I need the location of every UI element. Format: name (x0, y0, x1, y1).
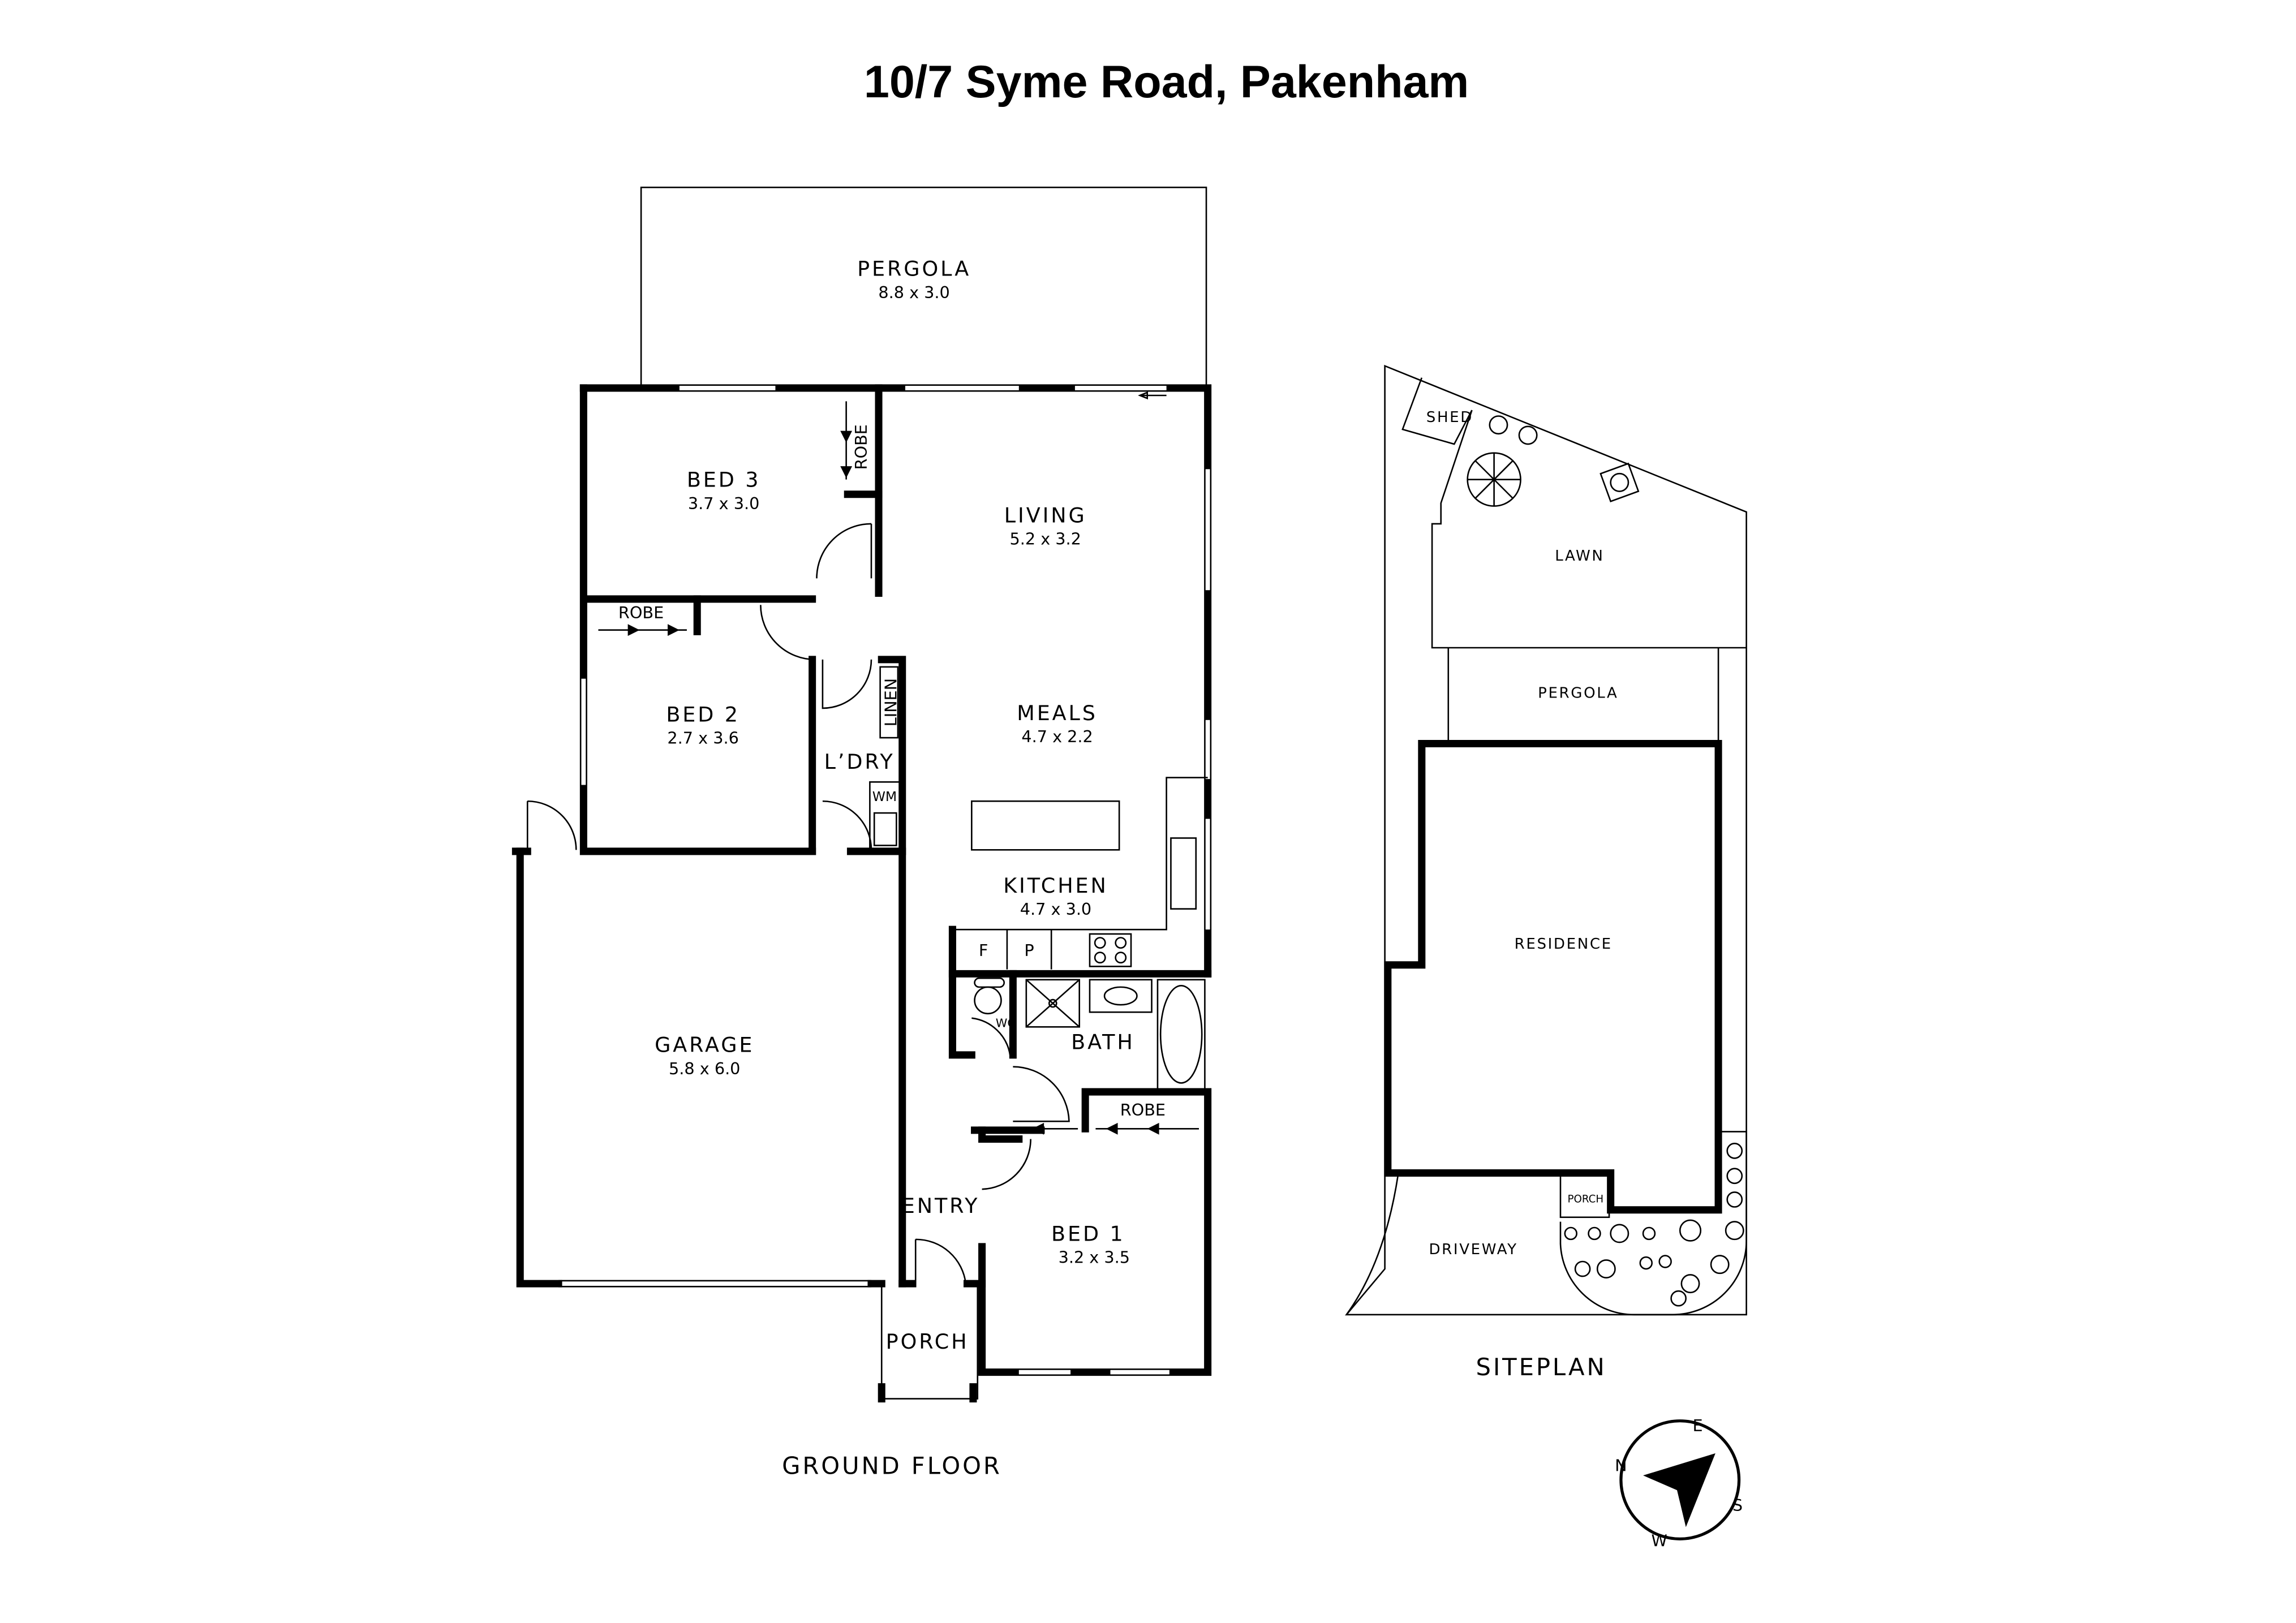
robe-label-bed2: ROBE (618, 603, 664, 622)
room-label-bed1: BED 1 (1051, 1221, 1125, 1246)
room-size-bed3: 3.7 x 3.0 (688, 494, 759, 513)
garden-bed-outline (1559, 1131, 1747, 1316)
porch-outline-site (1559, 1175, 1610, 1219)
siteplan-label: SITEPLAN (1476, 1353, 1607, 1381)
wc-label: WC (996, 1016, 1016, 1030)
pergola-outline-site (1447, 647, 1719, 744)
vanity-basin-icon (1089, 979, 1153, 1013)
room-label-bed2: BED 2 (666, 702, 740, 726)
ground-floor-label: GROUND FLOOR (782, 1452, 1002, 1480)
compass-s: S (1732, 1496, 1743, 1515)
site-label-pergola: PERGOLA (1538, 685, 1618, 702)
driveway-edge (1345, 1174, 1399, 1315)
room-label-porch: PORCH (886, 1329, 969, 1354)
shed-outline (1401, 377, 1473, 445)
room-label-living: LIVING (1004, 503, 1087, 527)
site-label-lawn: LAWN (1555, 548, 1604, 565)
porch-outline (880, 1284, 979, 1400)
room-label-pergola: PERGOLA (857, 257, 971, 281)
room-label-laundry: L’DRY (824, 750, 895, 774)
room-size-pergola: 8.8 x 3.0 (878, 283, 949, 302)
bathtub-icon (1156, 979, 1206, 1091)
site-label-shed: SHED (1426, 409, 1473, 426)
lawn-outline (1431, 410, 1747, 649)
windows (558, 386, 1210, 1375)
room-size-bed2: 2.7 x 3.6 (667, 729, 738, 748)
room-label-entry: ENTRY (902, 1194, 980, 1218)
laundry-trough (873, 812, 897, 846)
room-size-bed1: 3.2 x 3.5 (1059, 1248, 1130, 1267)
compass-e: E (1692, 1416, 1702, 1435)
compass-w: W (1652, 1531, 1667, 1550)
siteplan: SHED LAWN PERGOLA RESIDENCE PORCH DRIVEW… (1345, 364, 1747, 1381)
shower-icon (1025, 979, 1081, 1028)
robe-arrows (598, 401, 1199, 1135)
kitchen-bench (952, 777, 1208, 931)
cooktop-icon (1089, 933, 1132, 967)
site-label-driveway: DRIVEWAY (1429, 1241, 1518, 1258)
site-label-porch: PORCH (1568, 1194, 1604, 1206)
kitchen-island (971, 800, 1120, 851)
page-title: 10/7 Syme Road, Pakenham (864, 57, 1469, 107)
room-size-living: 5.2 x 3.2 (1010, 529, 1081, 548)
linen-cupboard (879, 666, 899, 739)
room-label-bath: BATH (1071, 1030, 1135, 1054)
compass-n: N (1615, 1456, 1627, 1475)
room-label-garage: GARAGE (655, 1033, 754, 1057)
site-label-residence: RESIDENCE (1515, 936, 1613, 953)
room-size-garage: 5.8 x 6.0 (669, 1059, 740, 1078)
room-label-meals: MEALS (1017, 701, 1098, 725)
room-size-kitchen: 4.7 x 3.0 (1020, 899, 1091, 919)
room-label-bed3: BED 3 (687, 468, 761, 492)
room-size-meals: 4.7 x 2.2 (1021, 727, 1093, 746)
kitchen-sink-icon (1170, 837, 1197, 910)
compass-icon: E N S W (1615, 1416, 1743, 1550)
robe-label-bed3: ROBE (852, 424, 871, 470)
wm-label: WM (872, 789, 897, 804)
door-swings (526, 523, 1070, 1284)
washing-machine-space (869, 781, 902, 853)
tree-icons (1467, 415, 1744, 1307)
residence-outline (1384, 740, 1722, 1214)
room-label-kitchen: KITCHEN (1003, 873, 1108, 898)
pantry-label: P (1024, 941, 1034, 960)
linen-label: LINEN (881, 678, 900, 726)
ground-floor-plan: PERGOLA 8.8 x 3.0 BED 3 3.7 x 3.0 LIVING… (511, 186, 1212, 1480)
robe-label-bed1: ROBE (1120, 1100, 1166, 1120)
toilet-icon (974, 977, 1005, 1015)
fridge-label: F (979, 941, 988, 960)
porch-posts (878, 1383, 977, 1403)
